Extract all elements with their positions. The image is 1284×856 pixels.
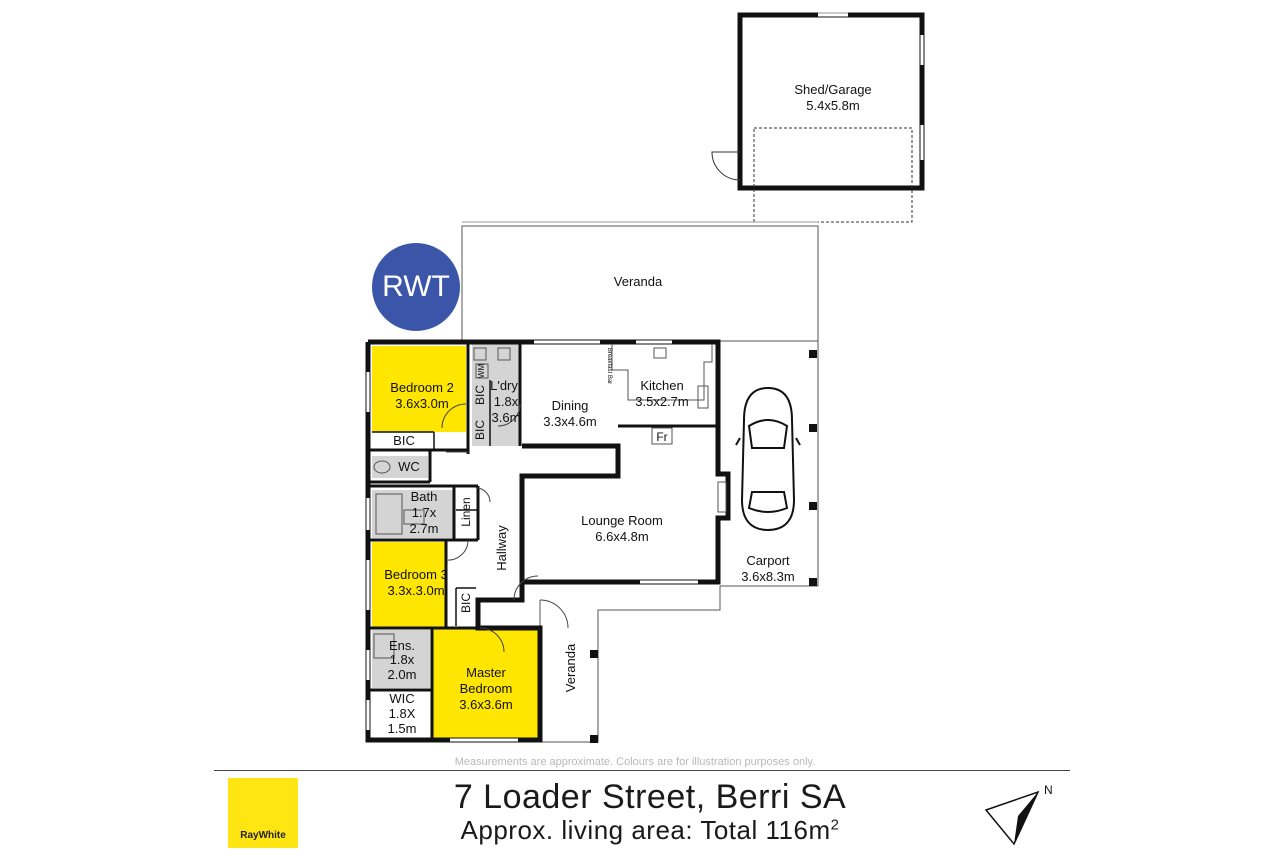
ensuite-size1: 1.8x [390,652,415,667]
footer-rule [214,770,1070,771]
bedroom2-fill [372,346,466,432]
master-size: 3.6x3.6m [459,697,512,712]
house-walls [365,339,731,743]
fireplace-icon [717,481,727,513]
door-swings [441,403,569,653]
ensuite-name: Ens. [389,638,415,653]
master-fill [432,628,538,738]
carport-size: 3.6x8.3m [741,569,794,584]
breakfast-bar-label: Breakfast Bar [606,348,612,384]
ensuite-fill [372,630,430,688]
shed-size: 5.4x5.8m [806,98,859,113]
master-name2: Bedroom [460,681,513,696]
rwt-badge: RWT [372,243,460,331]
area-superscript: 2 [830,816,840,834]
bedroom2-bic: BIC [393,433,415,448]
laundry-size2: 3.6m [492,410,521,425]
living-area: Approx. living area: Total 116m2 [300,815,1000,846]
logo-text: RayWhite [240,830,286,841]
windows [366,340,698,742]
property-address: 7 Loader Street, Berri SA [453,778,847,816]
carport-name: Carport [746,553,790,568]
linen-label: Linen [459,497,473,526]
bedroom3-name: Bedroom 3 [384,567,448,582]
bath-size2: 2.7m [410,521,439,536]
bedroom3-bic: BIC [459,593,473,613]
lounge-size: 6.6x4.8m [595,529,648,544]
compass-north-label: N [1044,783,1053,797]
kitchen-fixtures [473,344,713,445]
bath-size1: 1.7x [412,505,437,520]
kitchen-size: 3.5x2.7m [635,394,688,409]
veranda-top-label: Veranda [614,274,663,289]
lounge-name: Lounge Room [581,513,663,528]
veranda-top: Veranda [461,221,819,342]
kitchen-name: Kitchen [640,378,683,393]
wic-name: WIC [389,691,414,706]
hallway-label: Hallway [494,525,509,571]
veranda-side-label: Veranda [563,643,578,692]
bedroom2-size: 3.6x3.0m [395,396,448,411]
master-name1: Master [466,665,506,680]
wc-label: WC [398,459,420,474]
ensuite-size2: 2.0m [388,667,417,682]
bedroom3-size: 3.3x.3.0m [387,583,444,598]
laundry-fill [472,344,520,446]
laundry-bic-1: BIC [473,385,487,405]
veranda-side: Veranda [539,586,721,743]
laundry-bic-2: BIC [473,420,487,440]
washing-machine-label: WM [477,364,486,379]
bath-name: Bath [411,489,438,504]
wic-size2: 1.5m [388,721,417,736]
bic-dividers [372,380,491,626]
bath-fixtures [373,460,425,659]
shed-name: Shed/Garage [794,82,871,97]
living-area-text: Approx. living area: Total 116m [460,815,831,845]
laundry-name: L'dry [490,378,518,393]
shed-garage: Shed/Garage 5.4x5.8m [711,12,925,223]
wic-size1: 1.8X [389,706,416,721]
raywhite-logo: RayWhite [228,778,298,848]
bedroom3-fill [372,542,446,628]
bath-fill [372,490,454,538]
fridge-label: Fr [656,430,667,444]
carport: Carport 3.6x8.3m [718,340,819,587]
car-icon [735,386,801,532]
dining-size: 3.3x4.6m [543,414,596,429]
laundry-size1: 1.8x [494,394,519,409]
interior-walls [370,342,718,740]
dining-name: Dining [552,398,589,413]
north-arrow-icon: N [984,783,1053,846]
disclaimer: Measurements are approximate. Colours ar… [454,756,816,768]
bedroom2-name: Bedroom 2 [390,380,454,395]
